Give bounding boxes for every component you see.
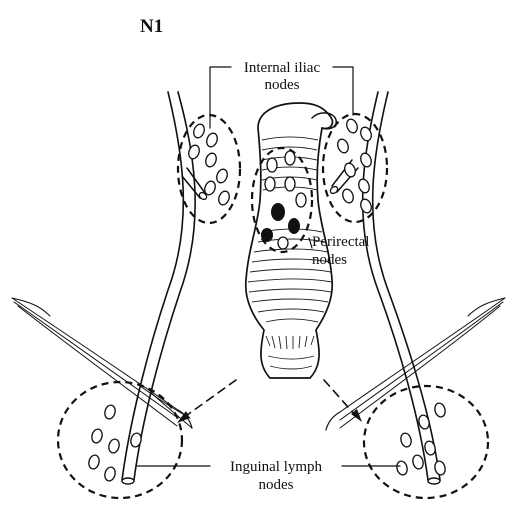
left-inguinal-nodes — [58, 382, 182, 498]
internal-iliac-label: Internal iliac — [244, 60, 321, 76]
diagram-title: N1 — [140, 16, 163, 37]
perirectal-label-line2: nodes — [312, 252, 347, 268]
arrow-left — [177, 380, 236, 423]
perirectal-nodes — [252, 148, 312, 252]
perirectal-label: Perirectal — [312, 234, 369, 250]
inguinal-label-line2: nodes — [259, 477, 294, 493]
right-internal-iliac-nodes — [323, 114, 387, 222]
internal-iliac-label-line2: nodes — [265, 77, 300, 93]
inguinal-label: Inguinal lymph — [230, 459, 323, 475]
right-inguinal-nodes — [364, 386, 488, 498]
left-muscle-band — [12, 298, 192, 428]
